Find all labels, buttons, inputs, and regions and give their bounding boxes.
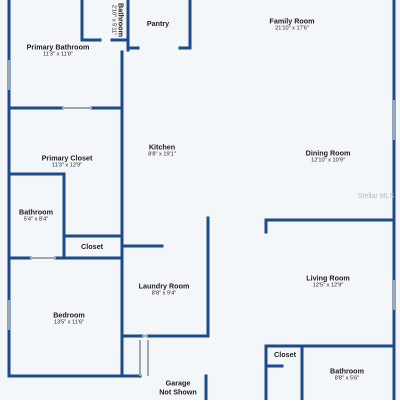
window-group — [8, 60, 395, 376]
room-bath-left-label: Bathroom 5'4" x 8'4" — [19, 207, 53, 223]
room-primary-closet-label: Primary Closet 11'3" x 12'9" — [41, 153, 93, 169]
room-living-label: Living Room 12'5" x 12'9" — [306, 273, 350, 289]
room-bath-top-label: Bathroom 2'10" x 5'11" — [110, 3, 126, 37]
room-laundry-label: Laundry Room 8'8" x 9'4" — [138, 281, 190, 297]
room-family-label: Family Room 21'10" x 17'6" — [269, 16, 315, 32]
wall-group — [7, 0, 396, 402]
room-garage-label: Garage Not Shown — [159, 378, 197, 396]
floor-plan: Bathroom 2'10" x 5'11" Pantry Family Roo… — [0, 0, 400, 402]
room-bedroom-label: Bedroom 13'5" x 11'6" — [53, 310, 85, 326]
room-closet-mid-label: Closet — [81, 241, 103, 251]
room-primary-bath-label: Primary Bathroom 11'3" x 11'8" — [26, 42, 90, 58]
room-bath-br-label: Bathroom 8'8" x 5'6" — [330, 366, 364, 382]
watermark-logo: Stellar MLS — [357, 193, 394, 200]
floor-plan-walls — [7, 0, 396, 402]
room-closet-br-label: Closet — [274, 349, 296, 359]
room-pantry-label: Pantry — [146, 18, 170, 28]
room-kitchen-label: Kitchen 8'8" x 19'1" — [148, 142, 176, 158]
room-dining-label: Dining Room 12'10" x 10'9" — [305, 148, 351, 164]
